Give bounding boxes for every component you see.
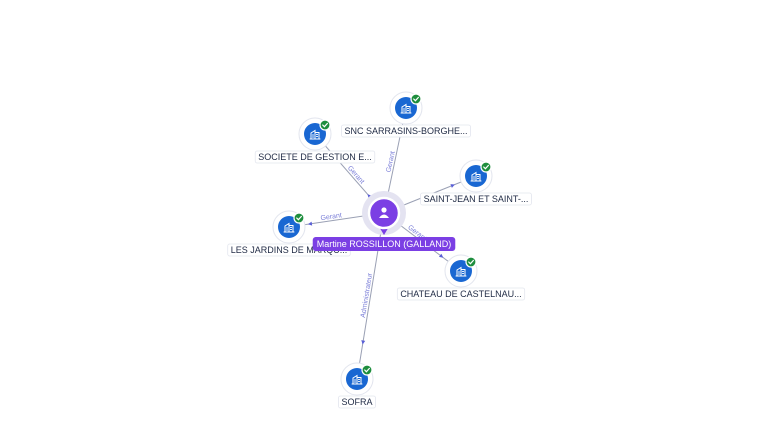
company-label[interactable]: SAINT-JEAN ET SAINT-... — [420, 192, 532, 206]
company-label-text: CHATEAU DE CASTELNAU... — [400, 289, 521, 299]
person-label[interactable]: Martine ROSSILLON (GALLAND) — [312, 237, 456, 251]
company-node-saintjean[interactable]: SAINT-JEAN ET SAINT-... — [420, 159, 532, 206]
edge-arrow-icon — [438, 253, 444, 258]
nodes-layer: SNC SARRASINS-BORGHE... SOCIETE DE GESTIO… — [227, 91, 532, 409]
check-icon — [293, 212, 305, 224]
check-icon — [319, 119, 331, 131]
company-node-chateau[interactable]: CHATEAU DE CASTELNAU... — [396, 254, 526, 301]
person-node[interactable]: Martine ROSSILLON (GALLAND) — [312, 191, 456, 251]
check-icon — [480, 161, 492, 173]
building-icon — [400, 103, 412, 114]
company-label-text: SOFRA — [341, 397, 372, 407]
person-label-text: Martine ROSSILLON (GALLAND) — [317, 239, 452, 249]
building-icon — [283, 222, 295, 233]
building-icon — [455, 266, 467, 277]
company-label[interactable]: SOFRA — [338, 395, 376, 409]
edge-arrow-icon — [450, 184, 455, 188]
company-node-snc[interactable]: SNC SARRASINS-BORGHE... — [341, 91, 471, 138]
edge-arrow-icon — [307, 221, 313, 226]
edge-label: Gerant — [346, 165, 365, 186]
person-node-circle — [367, 196, 401, 230]
check-icon — [410, 93, 422, 105]
check-icon — [465, 256, 477, 268]
company-node-sofra[interactable]: SOFRA — [338, 362, 376, 409]
company-label-text: SAINT-JEAN ET SAINT-... — [424, 194, 529, 204]
company-label[interactable]: CHATEAU DE CASTELNAU... — [396, 287, 526, 301]
company-label-text: SOCIETE DE GESTION E... — [258, 152, 372, 162]
company-label[interactable]: SOCIETE DE GESTION E... — [254, 150, 376, 164]
building-icon — [309, 129, 321, 140]
company-node-sgestion[interactable]: SOCIETE DE GESTION E... — [254, 117, 376, 164]
edge-label: Administrateur — [360, 272, 374, 318]
edge-arrow-icon — [361, 340, 366, 345]
company-label-text: LES JARDINS DE MARQU... — [231, 245, 348, 255]
company-label-text: SNC SARRASINS-BORGHE... — [344, 126, 467, 136]
edge-label: Gerant — [386, 151, 397, 173]
person-icon — [379, 207, 389, 218]
company-label[interactable]: SNC SARRASINS-BORGHE... — [341, 124, 471, 138]
building-icon — [470, 171, 482, 182]
check-icon — [361, 364, 373, 376]
edge-label: Gerant — [320, 212, 342, 222]
building-icon — [351, 374, 363, 385]
